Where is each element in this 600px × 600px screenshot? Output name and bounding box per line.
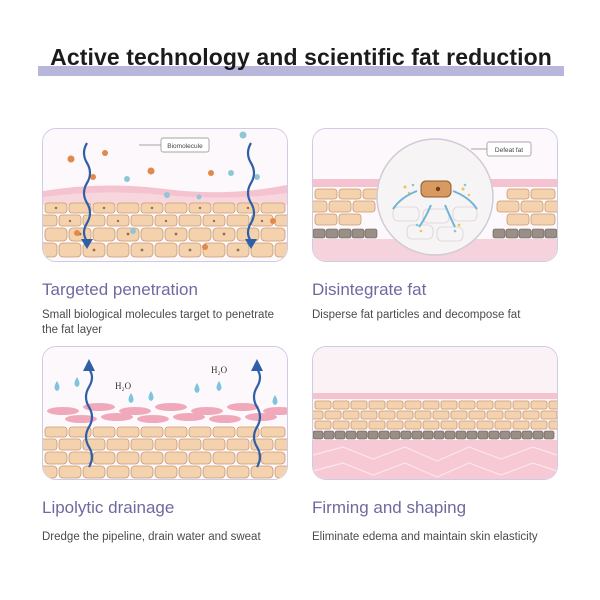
- drainage-illustration: H₂O H₂O: [43, 347, 287, 479]
- panel-targeted-penetration-image: Biomolecule: [42, 128, 288, 262]
- h2o-label-right: H₂O: [211, 365, 228, 375]
- biomolecule-label: Biomolecule: [167, 143, 203, 150]
- panel-desc-disintegrate-fat: Disperse fat particles and decompose fat: [312, 309, 521, 321]
- panel-desc-firming-shaping: Eliminate edema and maintain skin elasti…: [312, 531, 538, 543]
- firming-illustration: [313, 347, 557, 479]
- panel-desc-targeted-penetration: Small biological molecules target to pen…: [42, 309, 275, 336]
- panel-disintegrate-fat-image: Defeat fat: [312, 128, 558, 262]
- panel-title-firming-shaping: Firming and shaping: [312, 498, 467, 517]
- panel-title-lipolytic-drainage: Lipolytic drainage: [42, 498, 175, 517]
- panel-firming-shaping-image: [312, 346, 558, 480]
- h2o-label-left: H₂O: [115, 381, 132, 391]
- panel-desc-lipolytic-drainage: Dredge the pipeline, drain water and swe…: [42, 531, 261, 543]
- fat-disintegration-illustration: Defeat fat: [313, 129, 557, 261]
- page-title: Active technology and scientific fat red…: [50, 44, 552, 70]
- panel-title-targeted-penetration: Targeted penetration: [42, 280, 198, 299]
- headline-banner: Active technology and scientific fat red…: [38, 44, 564, 80]
- headline-underline: [38, 66, 564, 76]
- panel-lipolytic-drainage-image: H₂O H₂O: [42, 346, 288, 480]
- defeat-fat-label: Defeat fat: [495, 147, 523, 154]
- panel-title-disintegrate-fat: Disintegrate fat: [312, 280, 427, 299]
- skin-penetration-illustration: Biomolecule: [43, 129, 287, 261]
